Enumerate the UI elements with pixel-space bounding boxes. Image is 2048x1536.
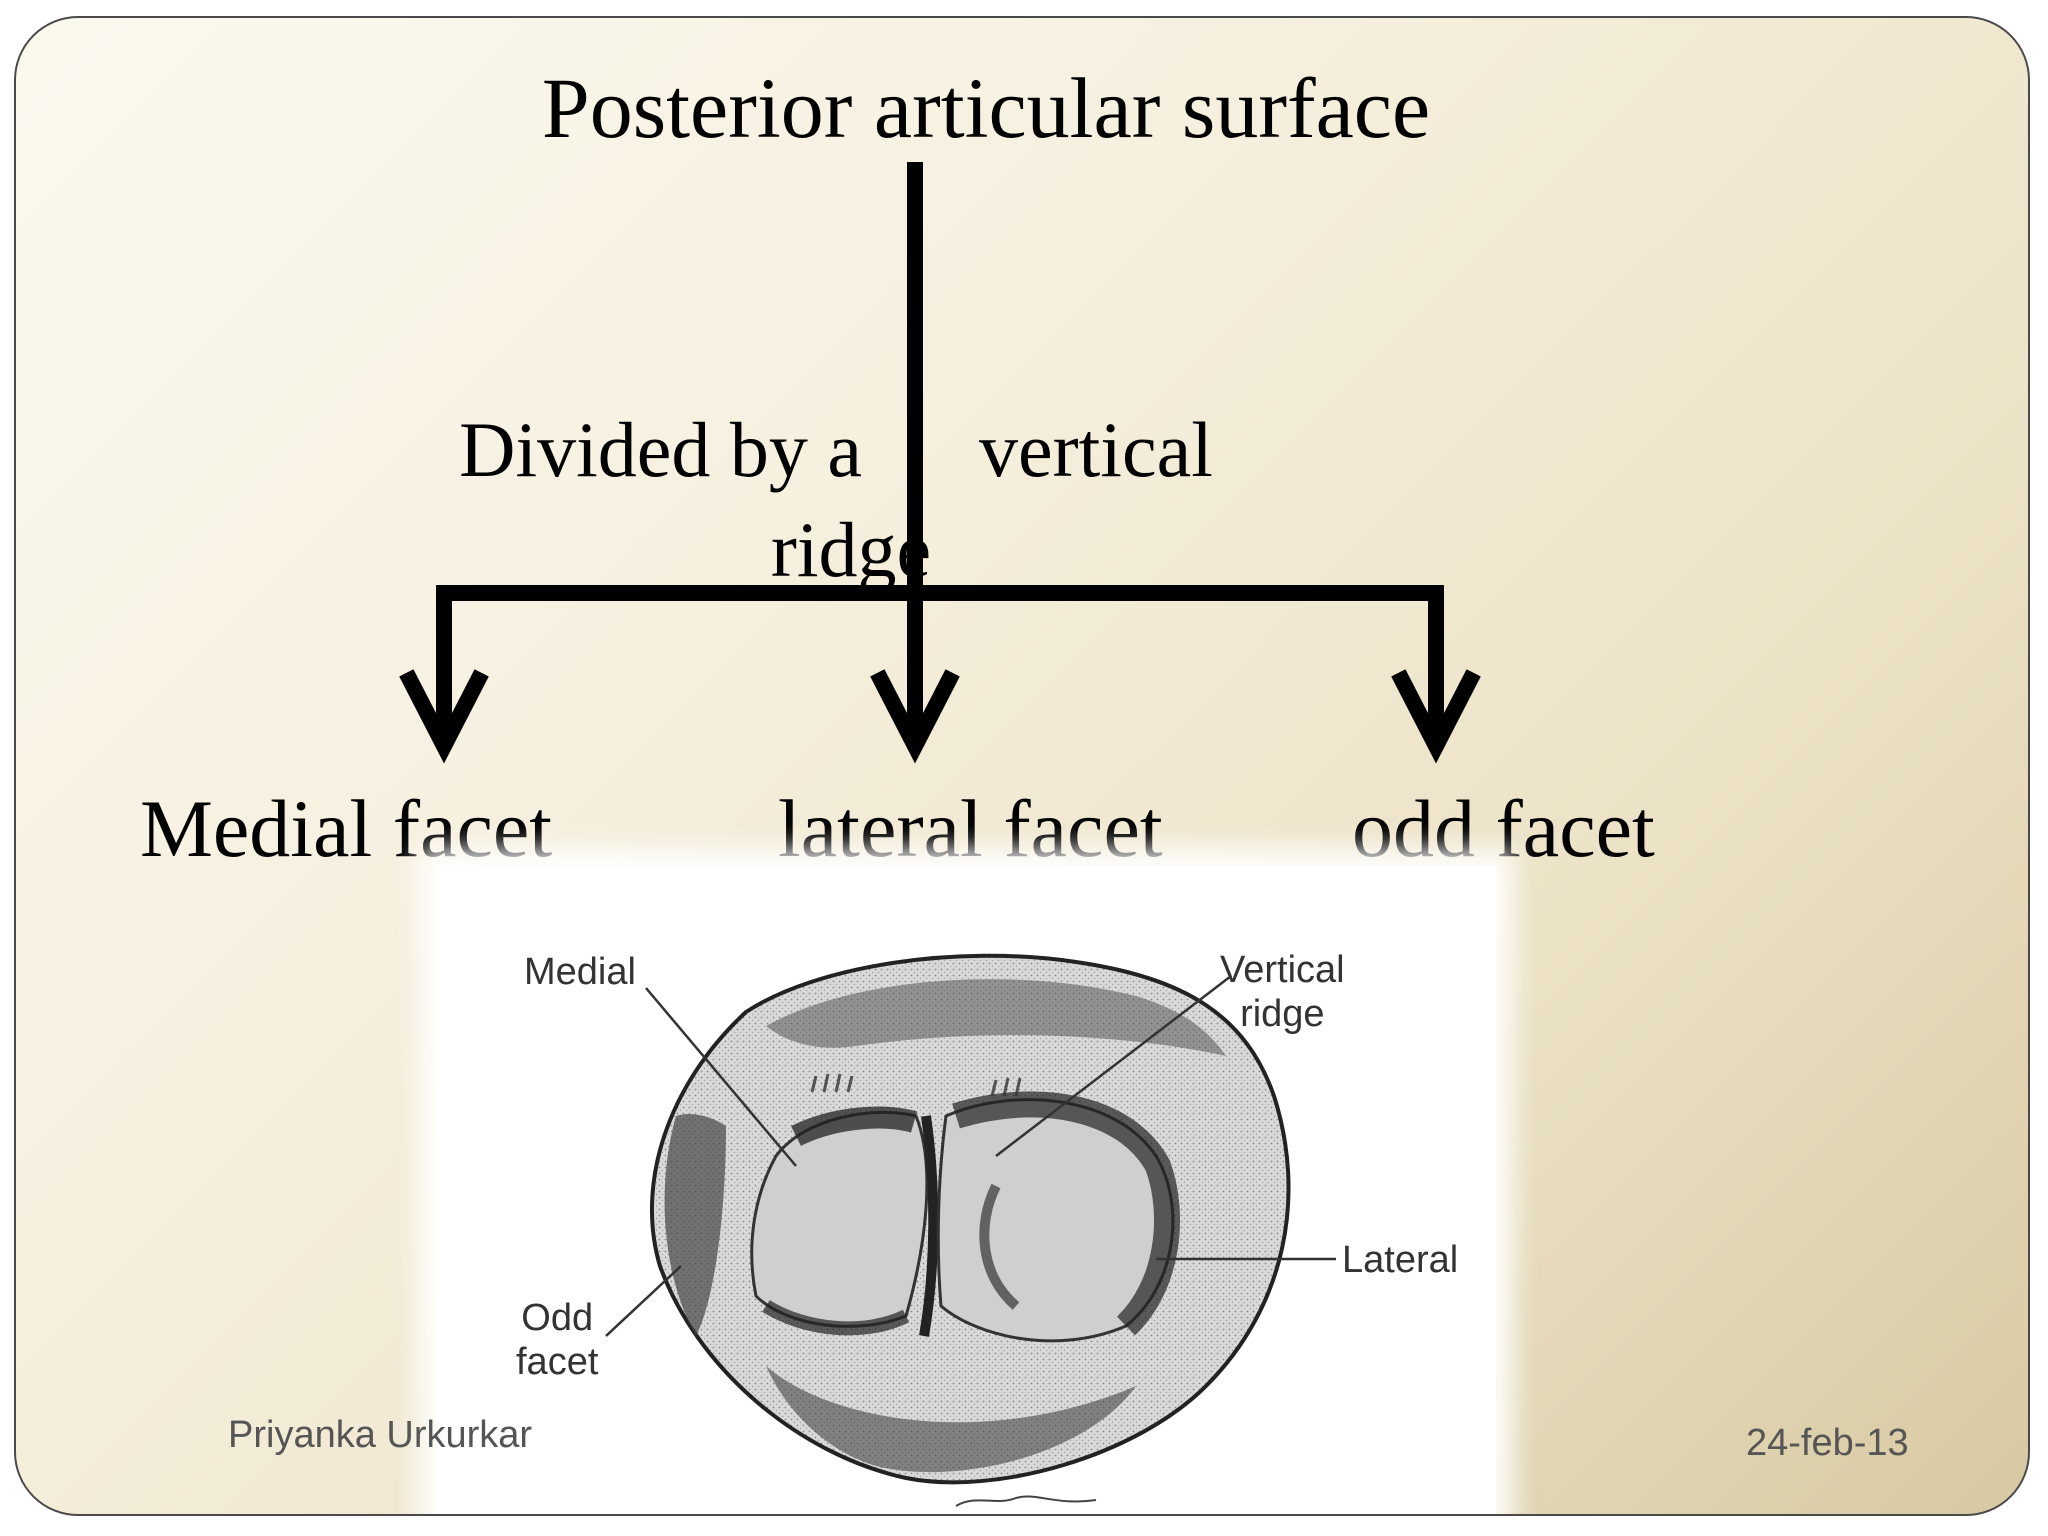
slide: Posterior articular surface Divided by a…	[14, 16, 2030, 1516]
facet-odd: odd facet	[1352, 783, 1655, 874]
label-vertical-ridge: Vertical ridge	[1220, 948, 1345, 1036]
label-vertical-ridge-line1: Vertical	[1220, 949, 1345, 991]
odd-facet-drawing	[664, 1114, 726, 1336]
connector-caption: Divided by a vertical ridge	[436, 400, 1236, 600]
patella-drawing	[605, 953, 1336, 1507]
connector-caption-line1: Divided by a vertical	[459, 406, 1213, 493]
vertical-ridge-drawing	[919, 1115, 939, 1337]
patella-illustration: Medial Vertical ridge Lateral Odd facet	[436, 866, 1496, 1514]
leader-vertical-ridge	[995, 975, 1232, 1157]
facet-lateral: lateral facet	[778, 783, 1163, 874]
leader-medial	[645, 987, 797, 1167]
arrowhead-left	[399, 669, 489, 764]
label-odd-facet-line1: Odd	[521, 1297, 594, 1339]
arrowhead-right	[1391, 669, 1481, 764]
leader-odd-facet	[605, 1265, 682, 1337]
arrowhead-center	[870, 669, 960, 764]
label-odd-facet: Odd facet	[516, 1296, 598, 1384]
slide-title: Posterior articular surface	[541, 60, 1431, 156]
upper-shading	[766, 979, 1226, 1056]
label-lateral: Lateral	[1342, 1239, 1459, 1281]
connector-caption-line2: ridge	[770, 506, 932, 593]
label-medial: Medial	[524, 951, 636, 993]
tree-connector	[399, 162, 1481, 764]
footer-author: Priyanka Urkurkar	[228, 1414, 533, 1456]
footer-date: 24-feb-13	[1746, 1422, 1909, 1464]
label-vertical-ridge-line2: ridge	[1240, 993, 1325, 1035]
label-odd-facet-line2: facet	[516, 1341, 599, 1383]
facet-medial: Medial facet	[140, 783, 553, 874]
